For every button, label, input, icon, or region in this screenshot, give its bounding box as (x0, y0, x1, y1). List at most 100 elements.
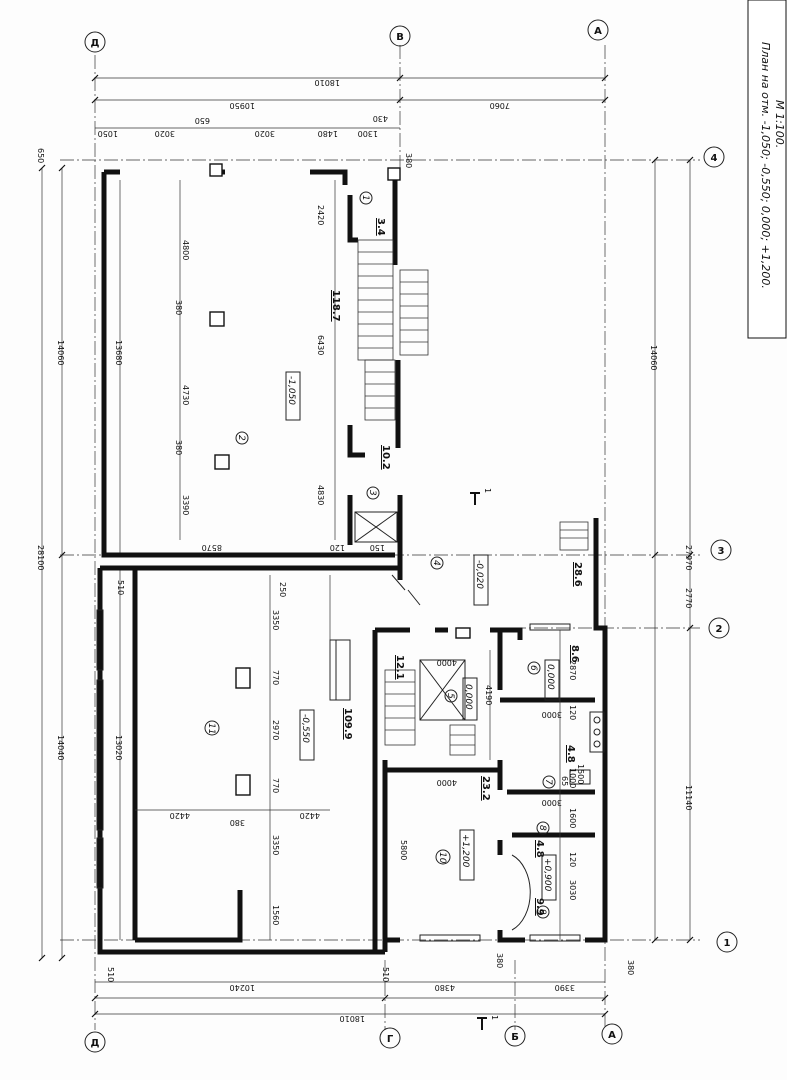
dim-left-14040: 14040 (56, 735, 65, 760)
dim-room7: 1000 (568, 768, 577, 788)
room-number: 3 (367, 490, 377, 496)
axis-label: 4 (711, 153, 718, 164)
dim-mid-8570: 8570 (202, 543, 222, 552)
axis-label: Г (387, 1034, 394, 1045)
dim-room8: 1600 (568, 808, 577, 828)
dim-right-2770: 2770 (684, 588, 693, 608)
dim-room7: 1500 (576, 764, 585, 784)
room-level: 0,000 (463, 684, 473, 710)
room-number: 1 (360, 195, 370, 201)
dim-room2: 3390 (181, 495, 190, 515)
plan-title: План на отм. -1,050; -0,550; 0,000; +1,2… (759, 42, 772, 289)
axis-label: А (594, 26, 602, 37)
room-area: 4.8 (534, 840, 545, 858)
room-area: 109.9 (342, 708, 353, 740)
axis-label: 2 (716, 624, 723, 635)
room-number: 10 (437, 852, 447, 864)
dim-top-row: 1300 (358, 129, 378, 138)
dim-top-row: 3020 (155, 129, 175, 138)
dim-room6: 120 (568, 705, 577, 720)
dim-room11-4420: 4420 (170, 811, 190, 820)
dim-room2: 4730 (181, 385, 190, 405)
dim-room11: 3350 (271, 835, 280, 855)
dim-room8: 3000 (542, 798, 562, 807)
dim-room7: 65 (560, 776, 569, 786)
interior-dim-lines (135, 180, 561, 940)
dim-room11-250: 250 (278, 582, 287, 597)
axis-marker-2: 2 (708, 617, 730, 639)
dim-room6: 3000 (542, 710, 562, 719)
room-number: 11 (206, 723, 216, 734)
grid-axis-markers: Д В А Д Г Б А 4 (84, 19, 738, 1053)
room-level: -0,550 (300, 714, 310, 743)
axis-marker-B-bottom: Б (504, 1025, 526, 1047)
dim-right-14060: 14060 (649, 345, 658, 370)
walls (97, 169, 608, 955)
axis-marker-1: 1 (716, 931, 738, 953)
room-level: -1,050 (286, 376, 296, 405)
dim-bottom-380: 380 (495, 953, 504, 968)
room-number: 8 (537, 825, 547, 831)
room-area: 8.6 (569, 645, 580, 663)
room-area: 12.1 (394, 655, 405, 680)
dim-stair: 4830 (316, 485, 325, 505)
dim-right-380: 380 (626, 960, 635, 975)
dim-stair: 6430 (316, 335, 325, 355)
dim-stair-small: 120 (330, 543, 345, 552)
room-area: 4.8 (565, 745, 576, 763)
dim-room11-380: 380 (230, 818, 245, 827)
axis-marker-D-bottom: Д (84, 1031, 106, 1053)
room-area: 3.4 (375, 218, 386, 236)
section-mark: 1 (483, 488, 492, 493)
axis-marker-V-top: В (389, 25, 411, 47)
dim-room11-4420: 4420 (300, 811, 320, 820)
dim-left-overall: 28100 (36, 545, 45, 570)
dim-room11: 770 (271, 778, 280, 793)
room-level: +0,900 (542, 858, 552, 892)
room-labels: 1 3.4 2 118.7 -1,050 3 10.2 4 28.6 -0,02… (204, 191, 583, 919)
room-number: 7 (543, 779, 553, 785)
room-number: 6 (528, 665, 538, 671)
sanitary-fixtures (569, 711, 605, 785)
axis-marker-A-bottom: А (601, 1023, 623, 1045)
axis-label: В (396, 32, 404, 43)
dim-room2: 4800 (181, 240, 190, 260)
dim-left-13680: 13680 (114, 340, 123, 365)
room-area: 118.7 (330, 290, 341, 322)
axis-marker-A-top: А (587, 19, 609, 41)
axis-marker-G-bottom: Г (379, 1027, 401, 1049)
dim-room5: 4190 (484, 685, 493, 705)
elevator-shaft (354, 511, 466, 721)
axis-label: А (608, 1030, 616, 1041)
dim-room6: 2870 (568, 660, 577, 680)
dim-stair: 2420 (316, 205, 325, 225)
dim-top-row: 1050 (98, 129, 118, 138)
dimension-labels: 18010 10950 7060 1050 3020 3020 1480 130… (36, 78, 693, 1023)
dim-bottom-510: 510 (381, 967, 390, 982)
axis-marker-3: 3 (710, 539, 732, 561)
dim-top-outer: 18010 (315, 78, 340, 87)
dim-room9: 120 (568, 852, 577, 867)
dim-left-13020: 13020 (114, 735, 123, 760)
dim-room11: 770 (271, 670, 280, 685)
dim-bottom-outer: 18010 (340, 1014, 365, 1023)
dim-right-27970: 27970 (684, 545, 693, 570)
dim-bottom-4380: 4380 (435, 983, 455, 992)
columns (209, 163, 471, 796)
room-number: 9 (537, 909, 547, 915)
axis-label: Д (91, 38, 100, 49)
axis-marker-D-top: Д (84, 31, 106, 53)
dim-room5: 4000 (437, 658, 457, 667)
dim-left-14060: 14060 (56, 340, 65, 365)
room-level: 0,000 (545, 664, 555, 690)
room-area: 10.2 (380, 445, 391, 470)
room-area: 28.6 (572, 562, 583, 587)
plan-scale: М 1:100. (773, 100, 786, 148)
axis-label: Б (511, 1032, 519, 1043)
room-level: -0,020 (474, 560, 484, 589)
dim-top-small: 430 (373, 114, 388, 123)
dim-top-right: 7060 (490, 101, 510, 110)
dim-top-row: 1480 (318, 129, 338, 138)
dim-bottom-510: 510 (106, 967, 115, 982)
dim-room2-small: 380 (174, 440, 183, 455)
